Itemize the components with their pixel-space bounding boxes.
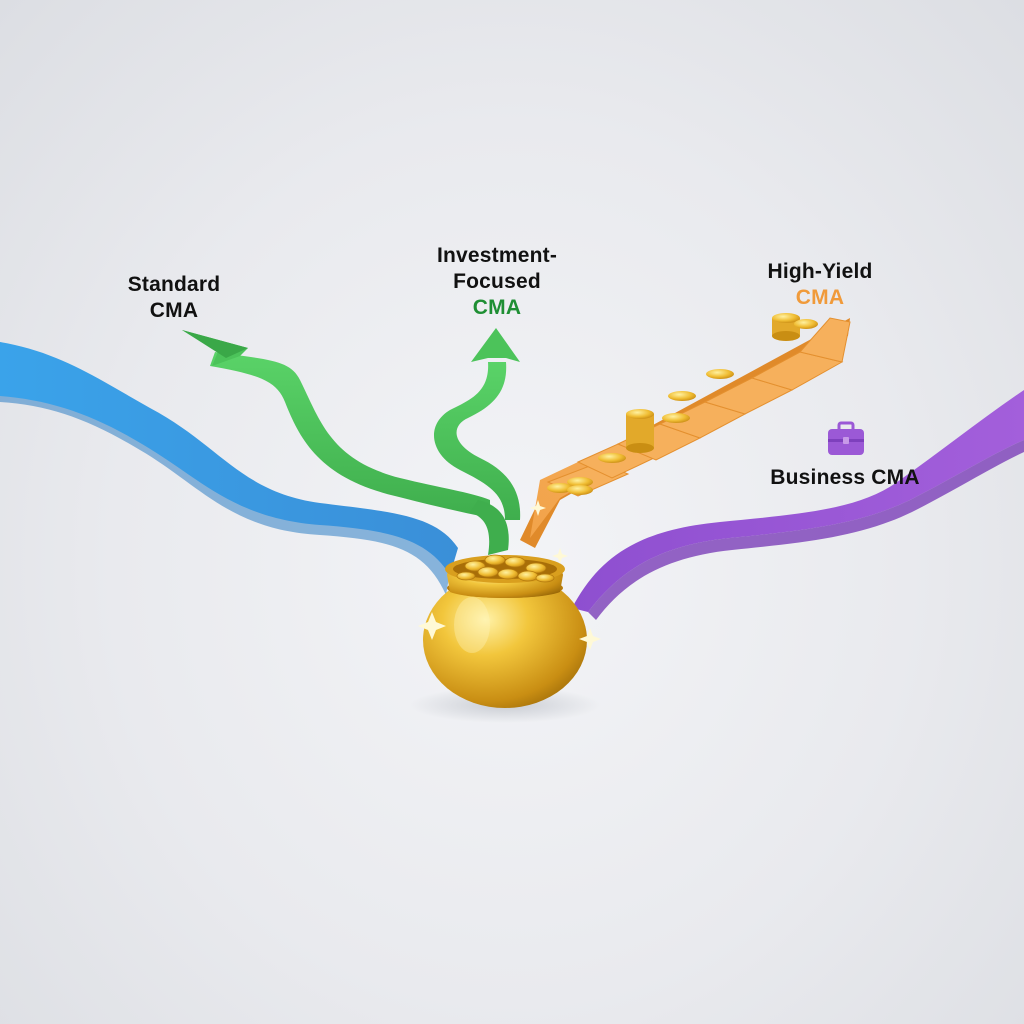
standard-cma-label: Standard CMA [104, 272, 244, 324]
standard-cma-line1: Standard [127, 273, 221, 296]
coin-stacks [547, 313, 818, 495]
high-yield-cma-path [520, 313, 851, 548]
pot-of-gold-icon [423, 554, 587, 708]
investment-cma-line3: CMA [472, 296, 522, 319]
standard-cma-path [0, 342, 458, 595]
investment-cma-line1: Investment- [436, 244, 558, 267]
investment-cma-label: Investment- Focused CMA [412, 243, 582, 321]
investment-cma-path [182, 328, 521, 555]
business-cma-label: Business CMA [770, 466, 920, 489]
high-yield-cma-label: High-Yield CMA [740, 259, 900, 311]
investment-cma-line2: Focused [453, 270, 541, 293]
sparkle-icons [418, 500, 601, 650]
high-yield-cma-line1: High-Yield [767, 260, 873, 283]
high-yield-cma-line2: CMA [795, 286, 845, 309]
briefcase-icon [828, 421, 864, 455]
business-cma-path [572, 390, 1024, 620]
standard-cma-line2: CMA [149, 299, 199, 322]
